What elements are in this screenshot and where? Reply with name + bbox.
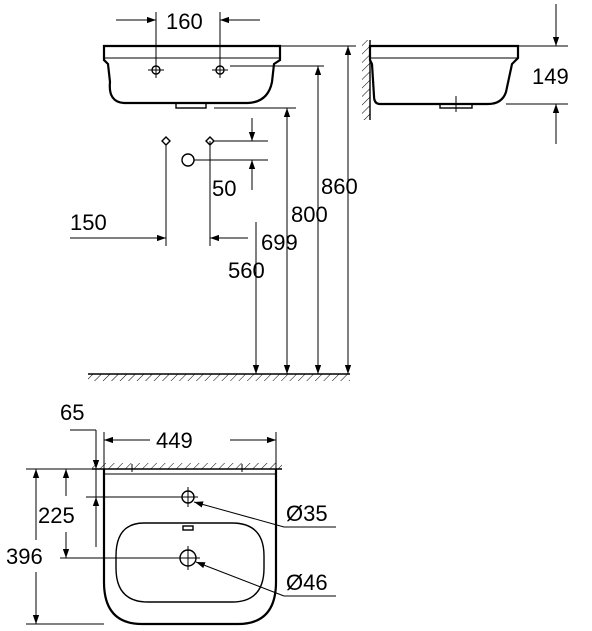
dim-supply-spacing: 50 xyxy=(212,176,236,201)
basin-side-outline xyxy=(368,44,520,106)
dim-projection: 396 xyxy=(6,544,43,569)
tap-hole-right xyxy=(212,62,228,78)
overflow xyxy=(182,525,194,531)
supply-left xyxy=(161,136,171,246)
floor-hatch xyxy=(88,373,350,381)
basin-plan-outline xyxy=(102,469,278,626)
dim-height-699: 699 xyxy=(261,230,298,255)
dim-height-860: 860 xyxy=(321,174,358,199)
dim-height-560: 560 xyxy=(228,258,265,283)
dim-height-800: 800 xyxy=(291,202,328,227)
plan-tap-hole xyxy=(178,487,198,507)
drain-side xyxy=(436,96,476,112)
basin-front-outline xyxy=(102,44,282,105)
dim-hole-spacing: 160 xyxy=(166,9,203,34)
tap-hole-left xyxy=(148,62,164,78)
wall-hatch xyxy=(362,40,371,120)
plan-wall-hatch xyxy=(92,463,282,470)
bowl-outline xyxy=(115,522,265,603)
drain-stub xyxy=(175,102,207,109)
side-elevation-view: 149 xyxy=(362,4,569,144)
front-elevation-view: 160 50 150 560 699 xyxy=(70,9,358,381)
dim-tap-hole-depth: 225 xyxy=(38,503,75,528)
waste-outlet xyxy=(181,153,268,167)
dim-width: 449 xyxy=(156,428,193,453)
dim-depth-side: 149 xyxy=(532,64,569,89)
dim-tap-hole-diameter: Ø35 xyxy=(286,501,328,526)
plan-view: 65 449 225 396 Ø35 Ø46 xyxy=(6,400,336,626)
dim-supply-width: 150 xyxy=(70,210,107,235)
dim-drain-diameter: Ø46 xyxy=(286,570,328,595)
dim-wall-offset: 65 xyxy=(60,400,84,425)
